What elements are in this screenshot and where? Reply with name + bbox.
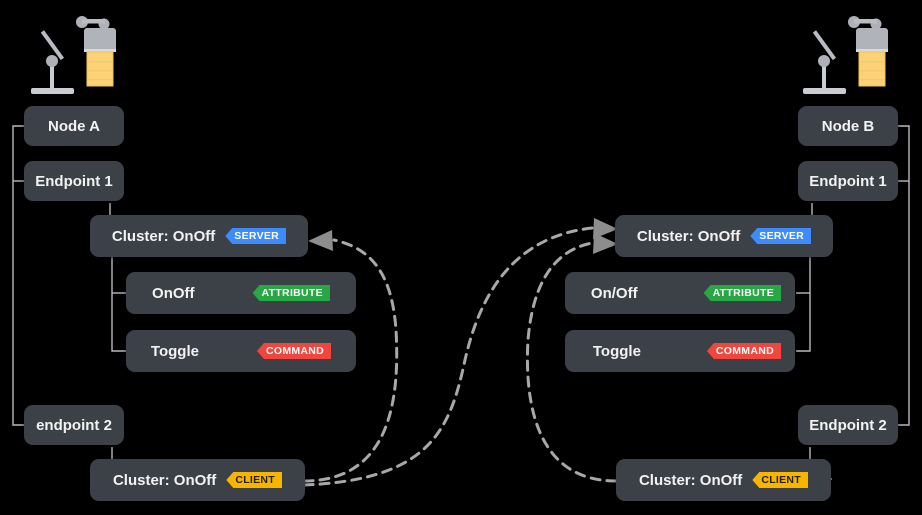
command-badge-left: COMMAND <box>256 343 332 359</box>
left-command-row[interactable]: Toggle COMMAND <box>126 330 356 372</box>
command-badge-right: COMMAND <box>706 343 781 359</box>
attribute-badge-right: ATTRIBUTE <box>703 285 781 301</box>
node-b-label: Node B <box>821 117 875 135</box>
server-badge-right: SERVER <box>750 228 812 244</box>
attribute-badge-left: ATTRIBUTE <box>252 285 330 301</box>
client-badge-left: CLIENT <box>226 472 283 488</box>
left-endpoint-1-label: Endpoint 1 <box>35 172 113 190</box>
node-b-box[interactable]: Node B <box>798 106 898 146</box>
desk-lamp-icon-left <box>31 16 116 94</box>
right-endpoint-1-box[interactable]: Endpoint 1 <box>798 161 898 201</box>
right-endpoint-2-box[interactable]: Endpoint 2 <box>798 405 898 445</box>
left-attribute-row[interactable]: OnOff ATTRIBUTE <box>126 272 356 314</box>
server-badge-left: SERVER <box>225 228 287 244</box>
left-cluster-client-box[interactable]: Cluster: OnOff CLIENT <box>90 459 305 501</box>
right-command-label: Toggle <box>592 342 641 360</box>
node-a-box[interactable]: Node A <box>24 106 124 146</box>
left-cluster-client-label: Cluster: OnOff <box>112 471 217 489</box>
left-endpoint-2-box[interactable]: endpoint 2 <box>24 405 124 445</box>
right-cluster-client-box[interactable]: Cluster: OnOff CLIENT <box>616 459 831 501</box>
right-cluster-server-label: Cluster: OnOff <box>636 227 741 245</box>
right-cluster-client-label: Cluster: OnOff <box>638 471 743 489</box>
node-a-label: Node A <box>48 117 100 135</box>
left-attribute-label: OnOff <box>152 284 195 302</box>
left-endpoint-1-box[interactable]: Endpoint 1 <box>24 161 124 201</box>
right-endpoint-2-label: Endpoint 2 <box>809 416 887 434</box>
left-command-label: Toggle <box>150 342 199 360</box>
client-badge-right: CLIENT <box>752 472 809 488</box>
right-attribute-row[interactable]: On/Off ATTRIBUTE <box>565 272 795 314</box>
right-attribute-label: On/Off <box>590 284 638 302</box>
desk-lamp-icon-right <box>803 16 888 94</box>
left-cluster-server-box[interactable]: Cluster: OnOff SERVER <box>90 215 308 257</box>
right-cluster-server-box[interactable]: Cluster: OnOff SERVER <box>615 215 833 257</box>
left-cluster-server-label: Cluster: OnOff <box>111 227 216 245</box>
right-endpoint-1-label: Endpoint 1 <box>809 172 887 190</box>
left-endpoint-2-label: endpoint 2 <box>36 416 112 434</box>
right-command-row[interactable]: Toggle COMMAND <box>565 330 795 372</box>
